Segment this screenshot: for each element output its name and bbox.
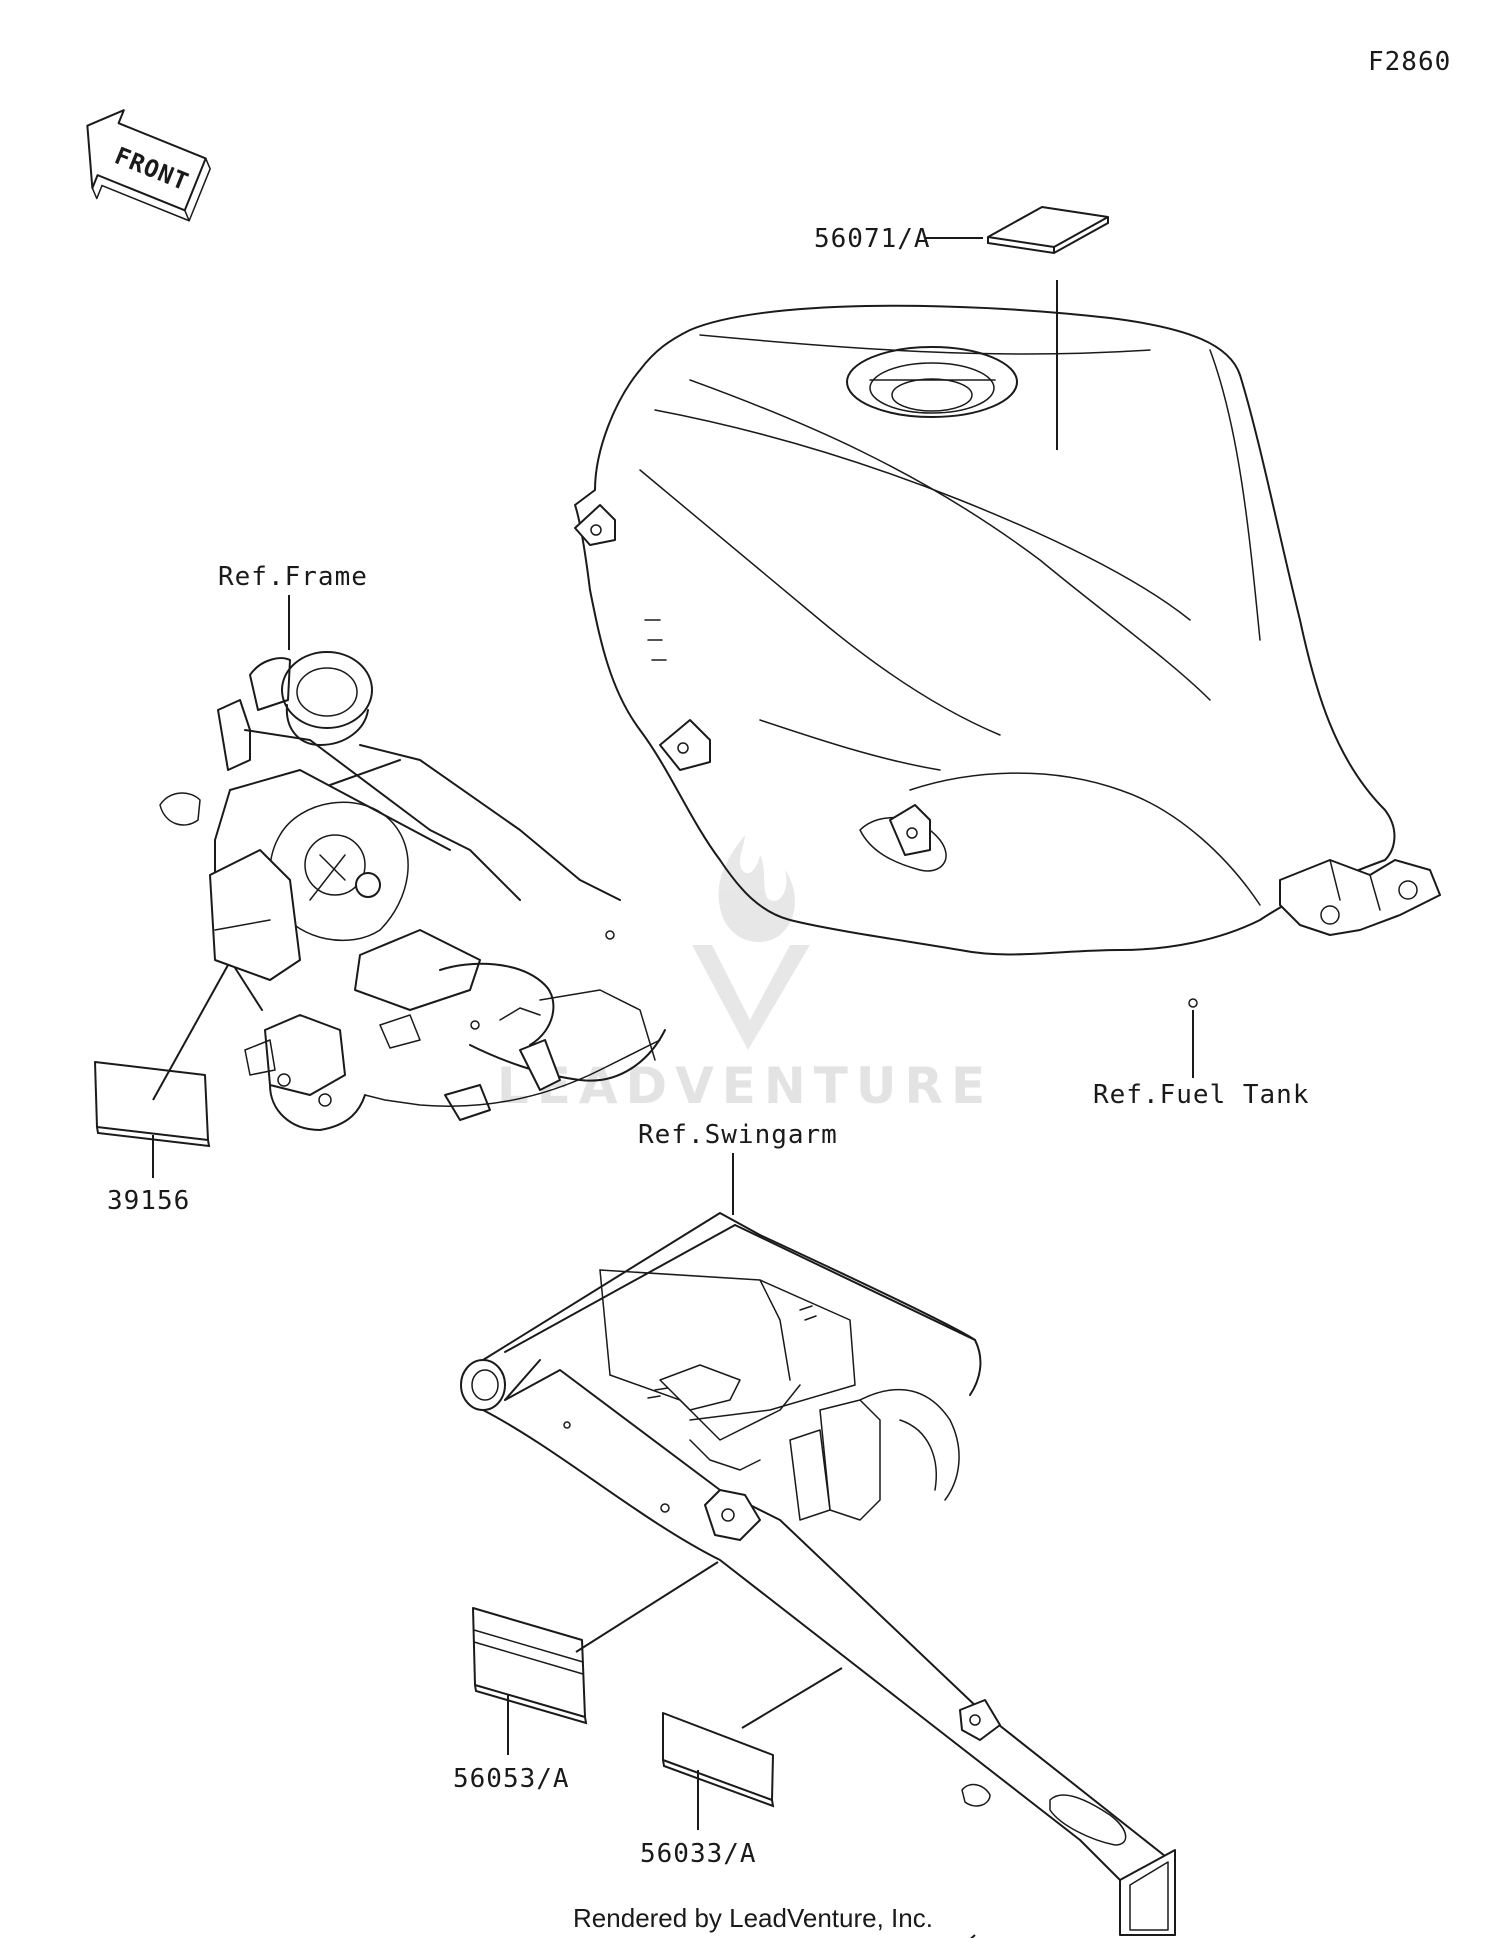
front-arrow-icon: FRONT <box>86 109 211 222</box>
fuel-tank-illustration <box>574 304 1441 1008</box>
frame-label-part <box>94 964 229 1178</box>
swingarm-label-1-callout[interactable]: 56053/A <box>453 1764 570 1794</box>
frame-ref[interactable]: Ref.Frame <box>218 562 368 592</box>
swingarm-label-1-part <box>472 1561 719 1755</box>
tank-label-part <box>925 206 1109 450</box>
frame-illustration <box>159 651 666 1131</box>
swingarm-label-2-callout[interactable]: 56033/A <box>640 1839 757 1869</box>
swingarm-illustration <box>460 1212 1176 1938</box>
tank-label-callout[interactable]: 56071/A <box>814 224 931 254</box>
watermark-text: LEADVENTURE <box>497 1057 993 1115</box>
leadventure-logo-icon <box>692 835 810 1050</box>
swingarm-label-2-part <box>662 1667 843 1830</box>
frame-label-callout[interactable]: 39156 <box>107 1186 190 1216</box>
watermark: LEADVENTURE <box>497 835 993 1115</box>
fuel-tank-ref[interactable]: Ref.Fuel Tank <box>1093 1080 1310 1110</box>
footer-credit: Rendered by LeadVenture, Inc. <box>573 1903 933 1933</box>
diagram-code: F2860 <box>1368 47 1451 77</box>
swingarm-ref[interactable]: Ref.Swingarm <box>638 1120 838 1150</box>
